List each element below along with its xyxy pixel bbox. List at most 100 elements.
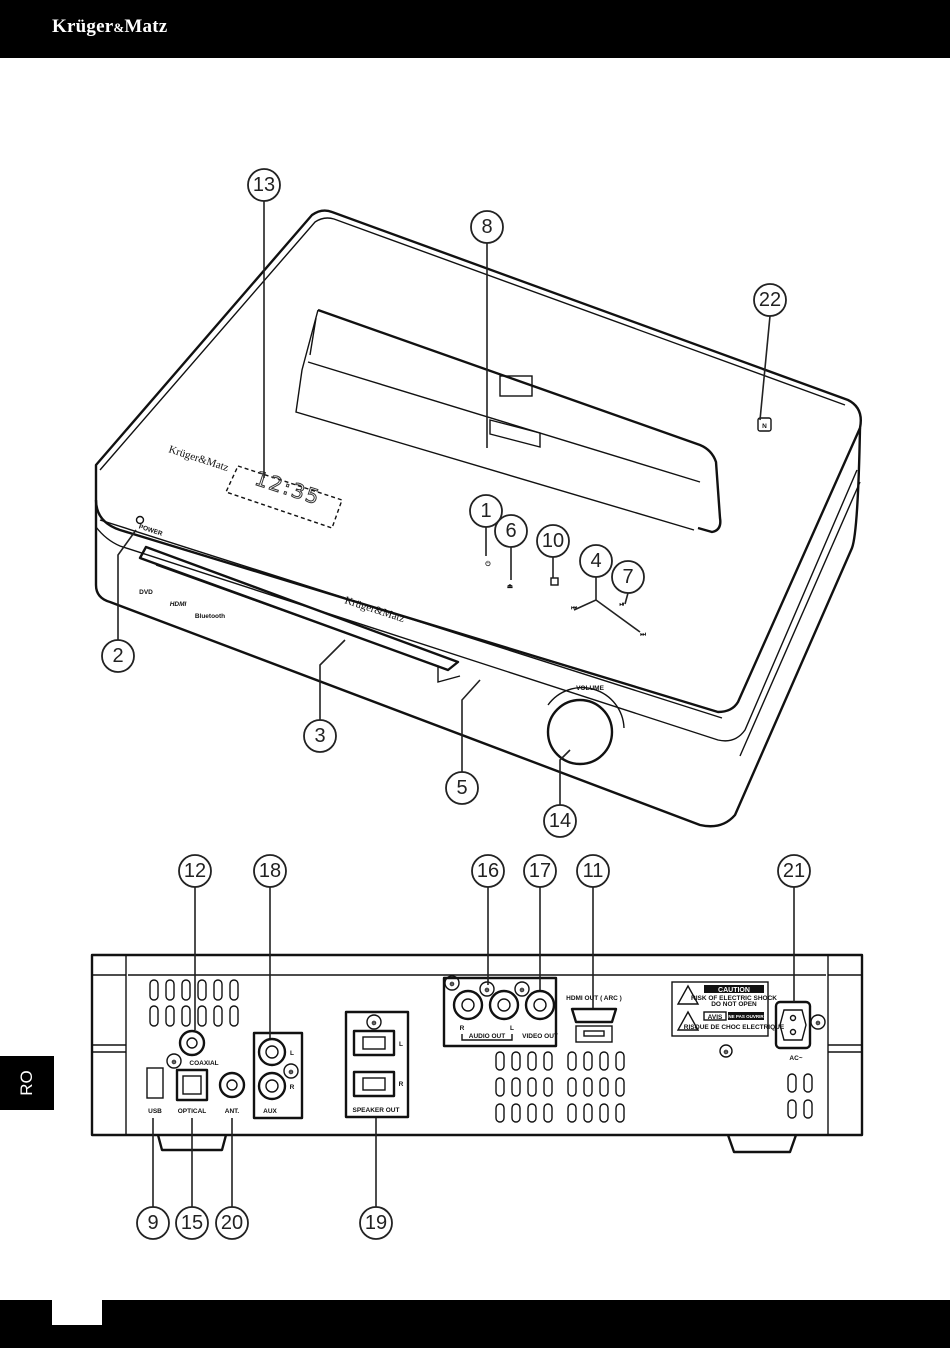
aux-block [252, 1031, 304, 1120]
aux-right-port[interactable] [257, 1071, 287, 1101]
aux-label: AUX [263, 1108, 277, 1115]
page-header: Krüger&Matz [0, 0, 950, 58]
video-out-port[interactable] [524, 989, 556, 1021]
callout-9: 9 [136, 1206, 170, 1240]
av-out-block [442, 976, 558, 1048]
svg-text:N: N [762, 423, 767, 430]
vent-slots-center [495, 1051, 625, 1123]
callout-14: 14 [543, 804, 577, 838]
audio-out-left-port[interactable] [488, 989, 520, 1021]
page-number-box [52, 1300, 102, 1325]
svg-text:10: 10 [542, 530, 564, 552]
back-panel [90, 953, 864, 1137]
dock-connector [489, 419, 541, 448]
svg-text:⊕: ⊕ [171, 1059, 177, 1066]
callout-4: 4 [579, 544, 613, 578]
volume-knob[interactable] [546, 698, 614, 766]
nfc-icon [757, 417, 772, 432]
callout-15: 15 [175, 1206, 209, 1240]
svg-text:2: 2 [112, 645, 123, 667]
power-button-icon[interactable]: ⏻ [485, 560, 491, 568]
optical-port[interactable] [175, 1068, 209, 1102]
eject-button-icon[interactable]: ⏏ [507, 583, 514, 590]
antenna-port[interactable] [218, 1071, 246, 1099]
callouts: 13 8 22 1 6 10 4 7 2 3 5 14 12 18 16 17 … [101, 168, 811, 1240]
svg-text:7: 7 [622, 566, 633, 588]
callout-5: 5 [445, 771, 479, 805]
prev-button-icon[interactable]: ⏮ [571, 605, 577, 612]
vent-slots-right [787, 1073, 813, 1119]
callout-18: 18 [253, 854, 287, 888]
top-panel [94, 209, 862, 714]
next-button-icon[interactable]: ⏭ [640, 631, 646, 638]
aux-left-port[interactable] [257, 1037, 287, 1067]
callout-10: 10 [536, 524, 570, 558]
dock-cradle [317, 308, 722, 534]
display-window [225, 465, 343, 529]
svg-text:⊕: ⊕ [449, 981, 455, 988]
caution-line2: DO NOT OPEN [711, 1001, 757, 1008]
warning-triangle-icon [676, 1010, 700, 1031]
power-led [135, 515, 145, 525]
callout-20: 20 [215, 1206, 249, 1240]
svg-text:16: 16 [477, 860, 499, 882]
svg-text:3: 3 [314, 725, 325, 747]
callout-17: 17 [523, 854, 557, 888]
coaxial-port[interactable] [178, 1029, 206, 1057]
page-footer [0, 1300, 950, 1348]
ac-power-inlet[interactable] [774, 1000, 812, 1050]
audio-r-label: R [460, 1025, 465, 1032]
hdmi-out-port[interactable] [570, 1007, 618, 1024]
video-out-label: VIDEO OUT [522, 1033, 558, 1040]
callout-6: 6 [494, 514, 528, 548]
svg-text:5: 5 [456, 777, 467, 799]
speaker-r-label: R [399, 1081, 404, 1088]
aux-r-label: R [290, 1084, 295, 1091]
dvd-logo: DVD [139, 589, 153, 596]
svg-text:1: 1 [480, 500, 491, 522]
svg-text:⊕: ⊕ [519, 987, 525, 994]
coaxial-label: COAXIAL [189, 1060, 218, 1067]
avis-line1: NE PAS OUVRIR [728, 1014, 764, 1019]
callout-22: 22 [753, 283, 787, 317]
front-body [94, 427, 862, 828]
play-pause-button-icon[interactable]: ⏯ [619, 601, 624, 608]
speaker-left-terminal[interactable] [352, 1029, 396, 1057]
callout-7: 7 [611, 560, 645, 594]
hdmi-out-label: HDMI OUT ( ARC ) [566, 995, 622, 1002]
svg-text:12: 12 [184, 860, 206, 882]
avis-line2: RISQUE DE CHOC ELECTRIQUE [684, 1024, 785, 1031]
avis-title: AVIS [708, 1014, 723, 1021]
svg-text:18: 18 [259, 860, 281, 882]
svg-text:4: 4 [590, 550, 601, 572]
svg-text:21: 21 [783, 860, 805, 882]
caution-line1: RISK OF ELECTRIC SHOCK [691, 995, 777, 1002]
hdmi-logo: HDMI [170, 601, 187, 608]
svg-text:⊕: ⊕ [371, 1020, 377, 1027]
audio-l-label: L [510, 1025, 514, 1032]
aux-l-label: L [290, 1050, 294, 1057]
audio-out-right-port[interactable] [452, 989, 484, 1021]
ac-label: AC~ [789, 1055, 802, 1062]
svg-text:20: 20 [221, 1212, 243, 1234]
antenna-label: ANT. [225, 1108, 240, 1115]
disc-slot [138, 545, 460, 672]
callout-8: 8 [470, 210, 504, 244]
callout-2: 2 [101, 639, 135, 673]
svg-text:14: 14 [549, 810, 571, 832]
source-button-icon[interactable] [550, 577, 559, 586]
callout-3: 3 [303, 719, 337, 753]
back-device: USB OPTICAL ⊕ COAXIAL ANT. ⊕ L R AUX ⊕ L [90, 953, 864, 1154]
caution-title: CAUTION [718, 987, 750, 994]
callout-12: 12 [178, 854, 212, 888]
speaker-l-label: L [399, 1041, 403, 1048]
display-time: 12:35 [252, 466, 324, 510]
usb-port[interactable] [146, 1067, 164, 1099]
svg-text:⊕: ⊕ [815, 1020, 821, 1027]
speaker-out-label: SPEAKER OUT [353, 1107, 400, 1114]
warning-label [671, 981, 769, 1037]
speaker-right-terminal[interactable] [352, 1070, 396, 1098]
callout-19: 19 [359, 1206, 393, 1240]
svg-text:⊕: ⊕ [288, 1069, 294, 1076]
